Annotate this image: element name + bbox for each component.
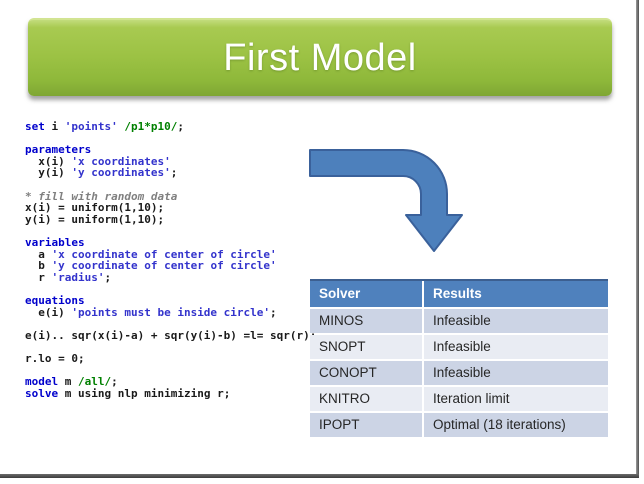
code-token: i [44, 120, 65, 133]
code-line: b 'y coordinate of center of circle' [25, 260, 316, 272]
code-line: equations [25, 295, 316, 307]
solver-cell: KNITRO [310, 387, 422, 411]
code-token: ; [270, 305, 277, 319]
solver-cell: MINOS [310, 309, 422, 333]
code-token: solve [25, 386, 59, 400]
frame-border-right [636, 0, 639, 478]
gams-code-block: set i 'points' /p1*p10/; parameters x(i)… [25, 121, 316, 399]
code-line: solve m using nlp minimizing r; [25, 386, 316, 400]
code-token: ; [170, 166, 178, 180]
code-token: /all/ [78, 375, 112, 389]
code-token: y(i) [25, 166, 72, 180]
code-line: set i 'points' /p1*p10/; [25, 121, 316, 133]
code-token: parameters [25, 143, 92, 157]
result-cell: Infeasible [424, 335, 608, 359]
code-line: e(i).. sqr(x(i)-a) + sqr(y(i)-b) =l= sqr… [25, 328, 317, 342]
table-header-cell: Results [424, 281, 608, 307]
code-line: e(i) 'points must be inside circle'; [25, 305, 316, 319]
code-token: b [25, 259, 52, 273]
code-token: 'y coordinates' [71, 166, 171, 180]
code-line: x(i) 'x coordinates' [25, 154, 316, 168]
code-token: r [25, 270, 52, 284]
solver-cell: SNOPT [310, 335, 422, 359]
code-token: /p1*p10/ [124, 120, 178, 133]
result-cell: Infeasible [424, 309, 608, 333]
code-token: 'x coordinates' [71, 154, 171, 168]
code-token: x(i) = uniform(1,10); [25, 201, 165, 215]
table-header-cell: Solver [310, 281, 422, 307]
code-token: e(i) [25, 305, 72, 319]
code-token: a [25, 247, 52, 261]
code-token: model [25, 375, 59, 389]
code-token: ; [111, 375, 118, 389]
title-banner: First Model [28, 18, 612, 96]
elbow-arrow-icon [309, 149, 463, 252]
code-token: r.lo = 0; [25, 351, 85, 365]
result-cell: Optimal (18 iterations) [424, 413, 608, 437]
code-token: y(i) = uniform(1,10); [25, 212, 165, 226]
code-token: * fill with random data [25, 189, 178, 203]
result-cell: Iteration limit [424, 387, 608, 411]
frame-border-bottom [0, 474, 639, 478]
code-token: set [25, 120, 45, 133]
code-line: r 'radius'; [25, 270, 316, 284]
page-title: First Model [223, 36, 417, 79]
code-token: x(i) [25, 154, 72, 168]
code-token: 'radius' [51, 270, 105, 284]
code-token: ; [177, 120, 184, 133]
code-token: m [58, 375, 78, 389]
code-line: variables [25, 237, 316, 249]
solver-cell: IPOPT [310, 413, 422, 437]
code-token: 'points' [64, 120, 118, 133]
code-token: ; [104, 270, 112, 284]
code-line: r.lo = 0; [25, 353, 316, 365]
code-token: m using nlp minimizing r; [58, 386, 231, 400]
code-line: y(i) = uniform(1,10); [25, 212, 316, 226]
code-token: equations [25, 293, 85, 307]
code-token: 'y coordinate of center of circle' [51, 259, 277, 273]
code-token: e(i).. sqr(x(i)-a) + sqr(y(i)-b) =l= sqr… [25, 328, 317, 342]
code-line: model m /all/; [25, 376, 316, 388]
code-line: a 'x coordinate of center of circle' [25, 247, 316, 261]
code-line: y(i) 'y coordinates'; [25, 167, 316, 179]
code-token: variables [25, 235, 85, 249]
code-token: 'points must be inside circle' [71, 305, 271, 319]
code-line: parameters [25, 144, 316, 156]
code-line: * fill with random data [25, 189, 316, 203]
code-line: x(i) = uniform(1,10); [25, 202, 316, 214]
solver-cell: CONOPT [310, 361, 422, 385]
result-cell: Infeasible [424, 361, 608, 385]
code-token: 'x coordinate of center of circle' [51, 247, 277, 261]
